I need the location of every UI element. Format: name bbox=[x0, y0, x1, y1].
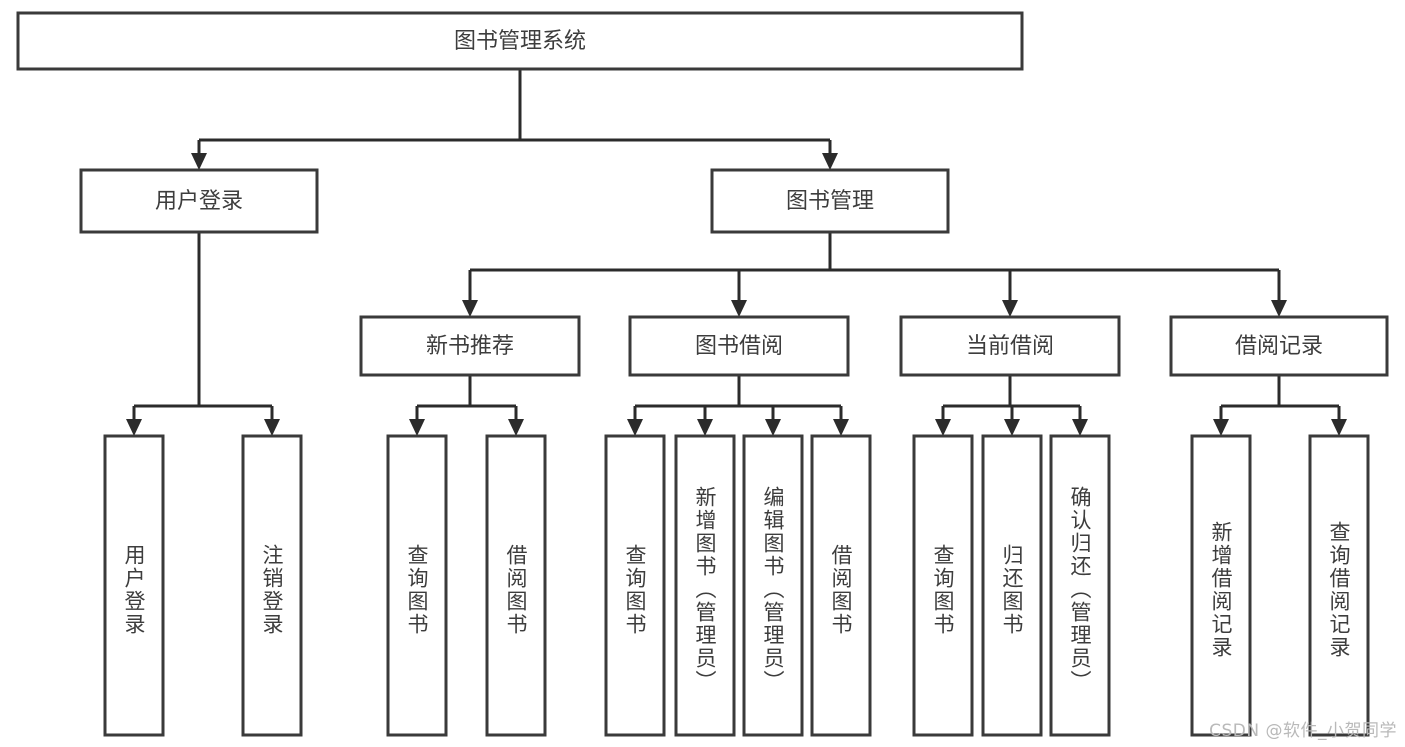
arrow-head-icon bbox=[126, 419, 142, 436]
node-level3-book-borrow[interactable]: 图书借阅 bbox=[628, 315, 850, 377]
node-level2-book-management[interactable]: 图书管理 bbox=[710, 168, 950, 234]
node-level2-user-login-rect[interactable] bbox=[79, 168, 319, 234]
node-level2-user-login-label: 用户登录 bbox=[155, 189, 243, 214]
arrow-head-icon bbox=[833, 419, 849, 436]
watermark-label: CSDN @软件_小贺同学 bbox=[1209, 721, 1397, 741]
arrow-head-icon bbox=[1004, 419, 1020, 436]
node-level3-current-borrow-label: 当前借阅 bbox=[966, 334, 1054, 359]
node-leaf-2-rect[interactable] bbox=[386, 434, 448, 737]
node-level3-borrow-record[interactable]: 借阅记录 bbox=[1169, 315, 1389, 377]
node-leaf-0-rect[interactable] bbox=[103, 434, 165, 737]
node-leaf-1-rect[interactable] bbox=[241, 434, 303, 737]
arrow-head-icon bbox=[264, 419, 280, 436]
arrow-head-icon bbox=[765, 419, 781, 436]
node-level3-new-book-recommend-label: 新书推荐 bbox=[426, 334, 514, 359]
node-leaf-3-rect[interactable] bbox=[485, 434, 547, 737]
arrow-head-icon bbox=[1213, 419, 1229, 436]
node-leaf-10-rect[interactable] bbox=[1049, 434, 1111, 737]
node-root-library-system-rect[interactable] bbox=[16, 11, 1024, 71]
arrow-head-icon bbox=[191, 153, 207, 170]
arrow-head-icon bbox=[1002, 300, 1018, 317]
node-level3-new-book-recommend[interactable]: 新书推荐 bbox=[359, 315, 581, 377]
node-level3-new-book-recommend-rect[interactable] bbox=[359, 315, 581, 377]
node-level3-borrow-record-rect[interactable] bbox=[1169, 315, 1389, 377]
node-level3-book-borrow-rect[interactable] bbox=[628, 315, 850, 377]
arrow-head-icon bbox=[409, 419, 425, 436]
node-root-library-system[interactable]: 图书管理系统 bbox=[16, 11, 1024, 71]
node-level3-book-borrow-label: 图书借阅 bbox=[695, 334, 783, 359]
arrow-head-icon bbox=[462, 300, 478, 317]
node-level2-book-management-rect[interactable] bbox=[710, 168, 950, 234]
node-level3-current-borrow[interactable]: 当前借阅 bbox=[899, 315, 1121, 377]
node-leaf-7-rect[interactable] bbox=[810, 434, 872, 737]
arrow-head-icon bbox=[1271, 300, 1287, 317]
node-leaf-4-rect[interactable] bbox=[604, 434, 666, 737]
arrow-head-icon bbox=[731, 300, 747, 317]
arrow-head-icon bbox=[697, 419, 713, 436]
node-leaf-6-rect[interactable] bbox=[742, 434, 804, 737]
node-leaf-8-rect[interactable] bbox=[912, 434, 974, 737]
arrow-head-icon bbox=[935, 419, 951, 436]
node-level3-current-borrow-rect[interactable] bbox=[899, 315, 1121, 377]
arrow-head-icon bbox=[508, 419, 524, 436]
arrow-head-icon bbox=[627, 419, 643, 436]
node-leaf-5-rect[interactable] bbox=[674, 434, 736, 737]
arrow-head-icon bbox=[822, 153, 838, 170]
node-root-library-system-label: 图书管理系统 bbox=[454, 29, 586, 54]
connectors-layer bbox=[126, 69, 1347, 436]
node-leaf-11-rect[interactable] bbox=[1190, 434, 1252, 737]
arrow-head-icon bbox=[1072, 419, 1088, 436]
arrow-head-icon bbox=[1331, 419, 1347, 436]
node-level2-user-login[interactable]: 用户登录 bbox=[79, 168, 319, 234]
node-level3-borrow-record-label: 借阅记录 bbox=[1235, 334, 1323, 359]
node-level2-book-management-label: 图书管理 bbox=[786, 189, 874, 214]
node-leaf-9-rect[interactable] bbox=[981, 434, 1043, 737]
node-leaf-12-rect[interactable] bbox=[1308, 434, 1370, 737]
